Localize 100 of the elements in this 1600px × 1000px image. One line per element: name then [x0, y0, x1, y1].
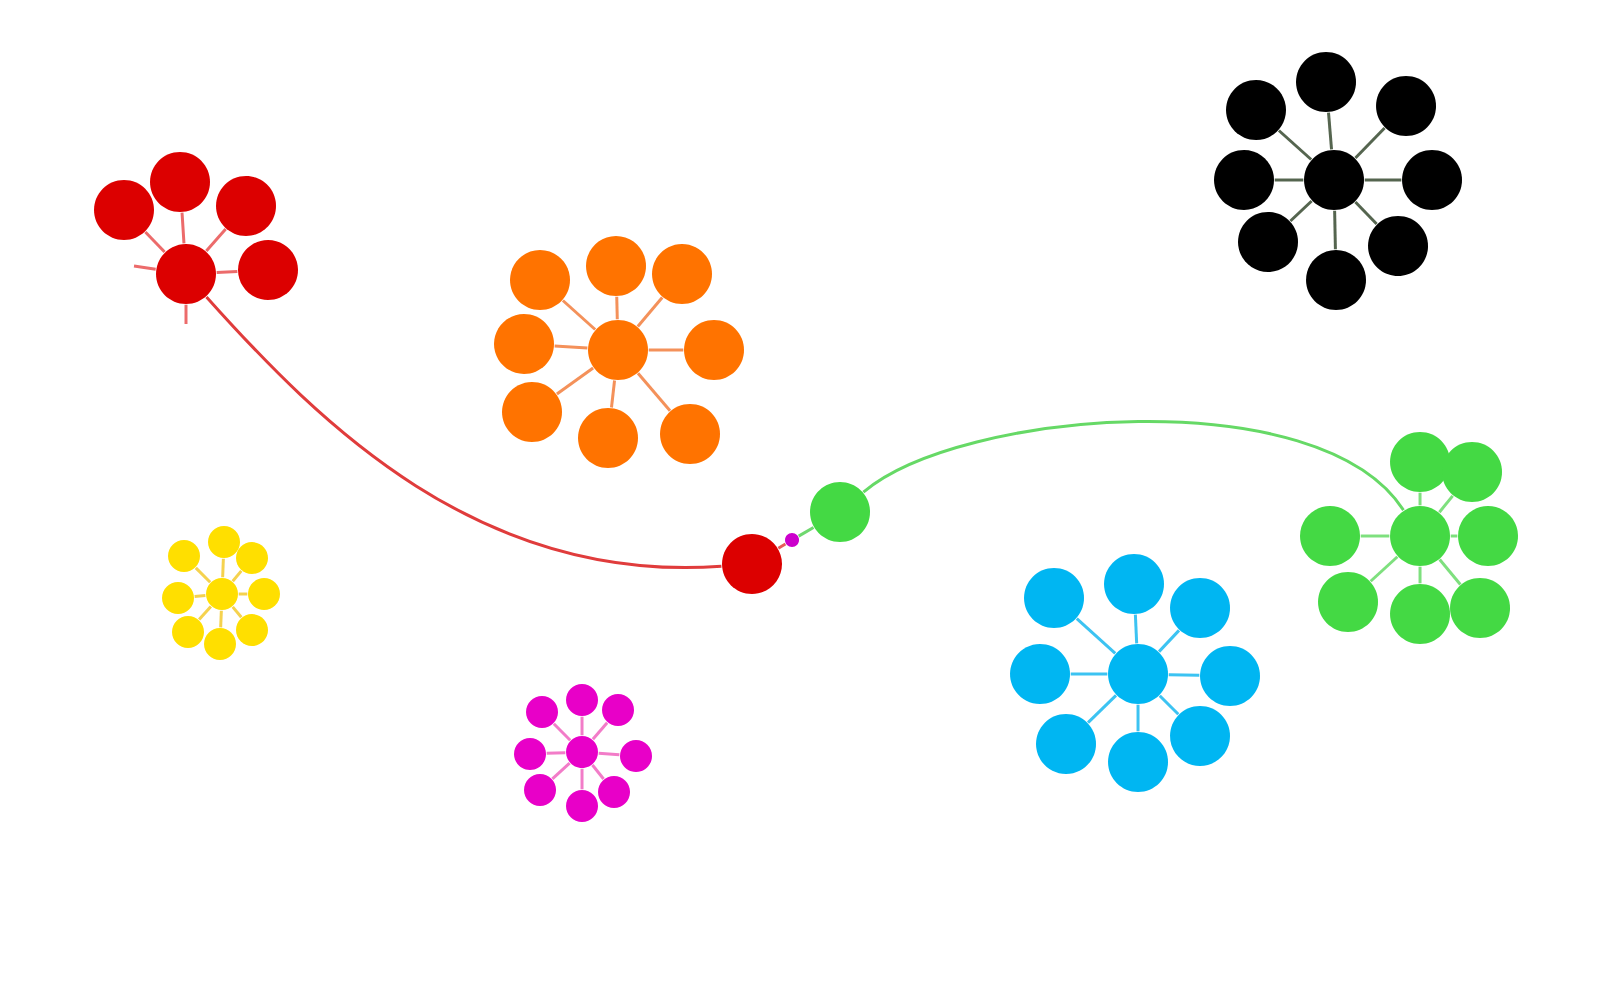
connector-line: [648, 348, 684, 352]
circle: [722, 534, 782, 594]
circle: [494, 314, 554, 374]
circle: [162, 582, 194, 614]
connector-line: [1157, 629, 1181, 653]
circle: [1170, 578, 1230, 638]
circle: [1238, 212, 1298, 272]
connector-line: [219, 610, 223, 628]
circle: [566, 684, 598, 716]
circle: [156, 244, 216, 304]
connector-line: [797, 526, 815, 538]
connector-line: [1136, 704, 1140, 732]
circle: [660, 404, 720, 464]
circle: [684, 320, 744, 380]
connector-line: [194, 594, 206, 598]
connector-line: [1360, 534, 1390, 538]
connector-line: [580, 716, 584, 736]
connector-line: [1277, 129, 1313, 161]
circle: [1458, 506, 1518, 566]
circle: [1296, 52, 1356, 112]
connector-line: [1450, 534, 1458, 538]
circle: [652, 244, 712, 304]
circle: [94, 180, 154, 240]
circle: [1318, 572, 1378, 632]
circle: [514, 738, 546, 770]
connector-line: [205, 228, 227, 252]
circle: [1226, 80, 1286, 140]
circle: [602, 694, 634, 726]
circle: [1306, 250, 1366, 310]
circle: [1390, 506, 1450, 566]
circle: [1368, 216, 1428, 276]
circle: [524, 774, 556, 806]
connector-line: [1274, 178, 1304, 182]
circle: [1104, 554, 1164, 614]
circle: [526, 696, 558, 728]
circle: [566, 790, 598, 822]
circle: [1442, 442, 1502, 502]
circle: [1170, 706, 1230, 766]
connector-line: [1369, 555, 1399, 583]
circle: [216, 176, 276, 236]
line-stub: [184, 304, 188, 324]
connector-line: [1327, 112, 1334, 150]
connector-line: [610, 380, 617, 408]
connector-line: [1364, 178, 1402, 182]
line-stub: [133, 264, 156, 271]
connector-line: [144, 231, 166, 253]
connector-line: [221, 558, 225, 578]
connector-line: [777, 542, 787, 550]
dot: [785, 533, 799, 547]
circle: [1450, 578, 1510, 638]
connector-line: [216, 270, 238, 274]
connector-line: [591, 764, 605, 780]
circle: [236, 614, 268, 646]
connector-line: [1070, 672, 1108, 676]
circle: [1376, 76, 1436, 136]
circle: [1024, 568, 1084, 628]
circle: [588, 320, 648, 380]
connector-line: [552, 722, 572, 742]
circle: [566, 736, 598, 768]
circle: [1390, 432, 1450, 492]
connector-line: [198, 605, 212, 621]
connector-line: [546, 751, 566, 755]
circle: [1108, 732, 1168, 792]
circle: [1390, 584, 1450, 644]
connector-line: [598, 751, 620, 757]
circle: [1214, 150, 1274, 210]
connector-line: [580, 768, 584, 790]
connector-line: [561, 299, 597, 331]
circle: [206, 578, 238, 610]
circle: [1300, 506, 1360, 566]
circle: [204, 628, 236, 660]
circle: [168, 540, 200, 572]
circle: [502, 382, 562, 442]
connector-line: [1418, 566, 1422, 584]
circle: [248, 578, 280, 610]
circle: [236, 542, 268, 574]
circle: [1108, 644, 1168, 704]
circle: [150, 152, 210, 212]
connector-line: [1418, 492, 1422, 506]
circle: [1304, 150, 1364, 210]
circle: [1200, 646, 1260, 706]
connector-line: [231, 605, 243, 619]
connector-line: [591, 721, 609, 741]
circle: [172, 616, 204, 648]
circle: [208, 526, 240, 558]
connector-line: [194, 566, 212, 584]
connector-line: [238, 592, 248, 596]
connector-line: [1438, 494, 1454, 514]
circle: [238, 240, 298, 300]
circle: [620, 740, 652, 772]
circle: [510, 250, 570, 310]
connector-line: [1158, 694, 1180, 716]
connector-line: [551, 762, 571, 780]
connector-line: [615, 296, 619, 320]
connector-line: [1438, 558, 1462, 586]
circle: [810, 482, 870, 542]
connector-line: [180, 212, 186, 244]
connector-line: [205, 295, 722, 569]
connector-line: [1133, 614, 1139, 644]
connector-line: [231, 569, 243, 583]
